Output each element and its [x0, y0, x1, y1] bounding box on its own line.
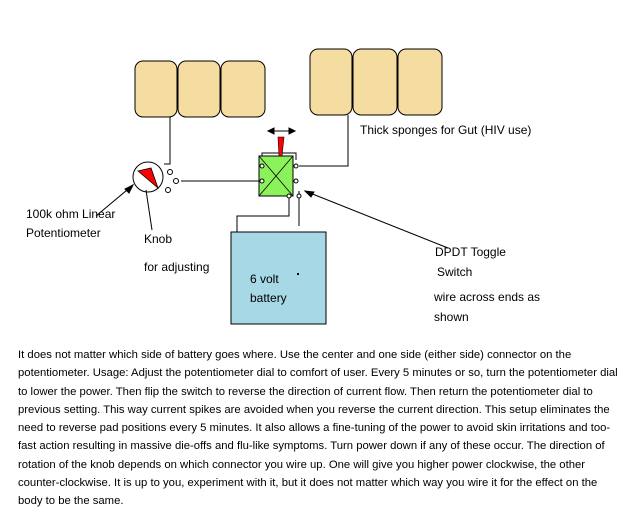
- sponge-pad: [177, 60, 221, 118]
- right-sponge-pads: [309, 48, 443, 116]
- switch-terminal: [293, 178, 299, 184]
- toggle-direction-arrow: [266, 127, 297, 135]
- knob-label: Knob: [144, 232, 173, 246]
- knob-adjusting-label: for adjusting: [144, 260, 210, 274]
- dpdt-toggle-switch[interactable]: [258, 136, 302, 199]
- potentiometer-knob-pointer[interactable]: [137, 167, 159, 190]
- sponge-pad: [220, 60, 266, 118]
- wires: [164, 115, 349, 232]
- potentiometer: [132, 161, 179, 193]
- switch-terminal: [259, 178, 265, 184]
- switch-terminal: [259, 163, 265, 169]
- switch-label-line1: DPDT Toggle: [435, 245, 506, 259]
- pot-terminal: [173, 178, 179, 184]
- sponge-pad: [352, 48, 398, 116]
- pot-terminal: [167, 169, 173, 175]
- battery-marker: [297, 273, 299, 275]
- usage-explanation: It does not matter which side of battery…: [18, 349, 618, 508]
- pointer-knob: [145, 189, 153, 231]
- sponges-label: Thick sponges for Gut (HIV use): [360, 123, 532, 137]
- sponge-pad: [397, 48, 443, 116]
- wire-left-pad: [164, 117, 171, 165]
- switch-terminal: [293, 163, 299, 169]
- switch-terminal: [286, 193, 292, 199]
- wire-switch-to-battery-2: [236, 198, 290, 232]
- pot-terminal: [165, 187, 171, 193]
- wire-label-line1: wire across ends as: [434, 290, 541, 304]
- sponge-pad: [309, 48, 353, 116]
- sponge-pad: [134, 60, 178, 118]
- wire-label-line2: shown: [434, 310, 469, 324]
- battery-label-line1: 6 volt: [250, 272, 279, 286]
- battery-label-line2: battery: [250, 291, 287, 305]
- left-sponge-pads: [134, 60, 266, 118]
- switch-terminal: [296, 193, 302, 199]
- switch-lever[interactable]: [277, 136, 285, 157]
- wiring-diagram: [95, 48, 449, 325]
- wire-right-pad: [299, 115, 349, 167]
- pointer-switch: [304, 190, 449, 249]
- battery: [230, 231, 327, 325]
- potentiometer-label-line2: Potentiometer: [26, 226, 101, 240]
- potentiometer-label-line1: 100k ohm Linear: [26, 207, 116, 221]
- switch-label-line2: Switch: [437, 265, 473, 279]
- pointer-lines: [95, 183, 449, 249]
